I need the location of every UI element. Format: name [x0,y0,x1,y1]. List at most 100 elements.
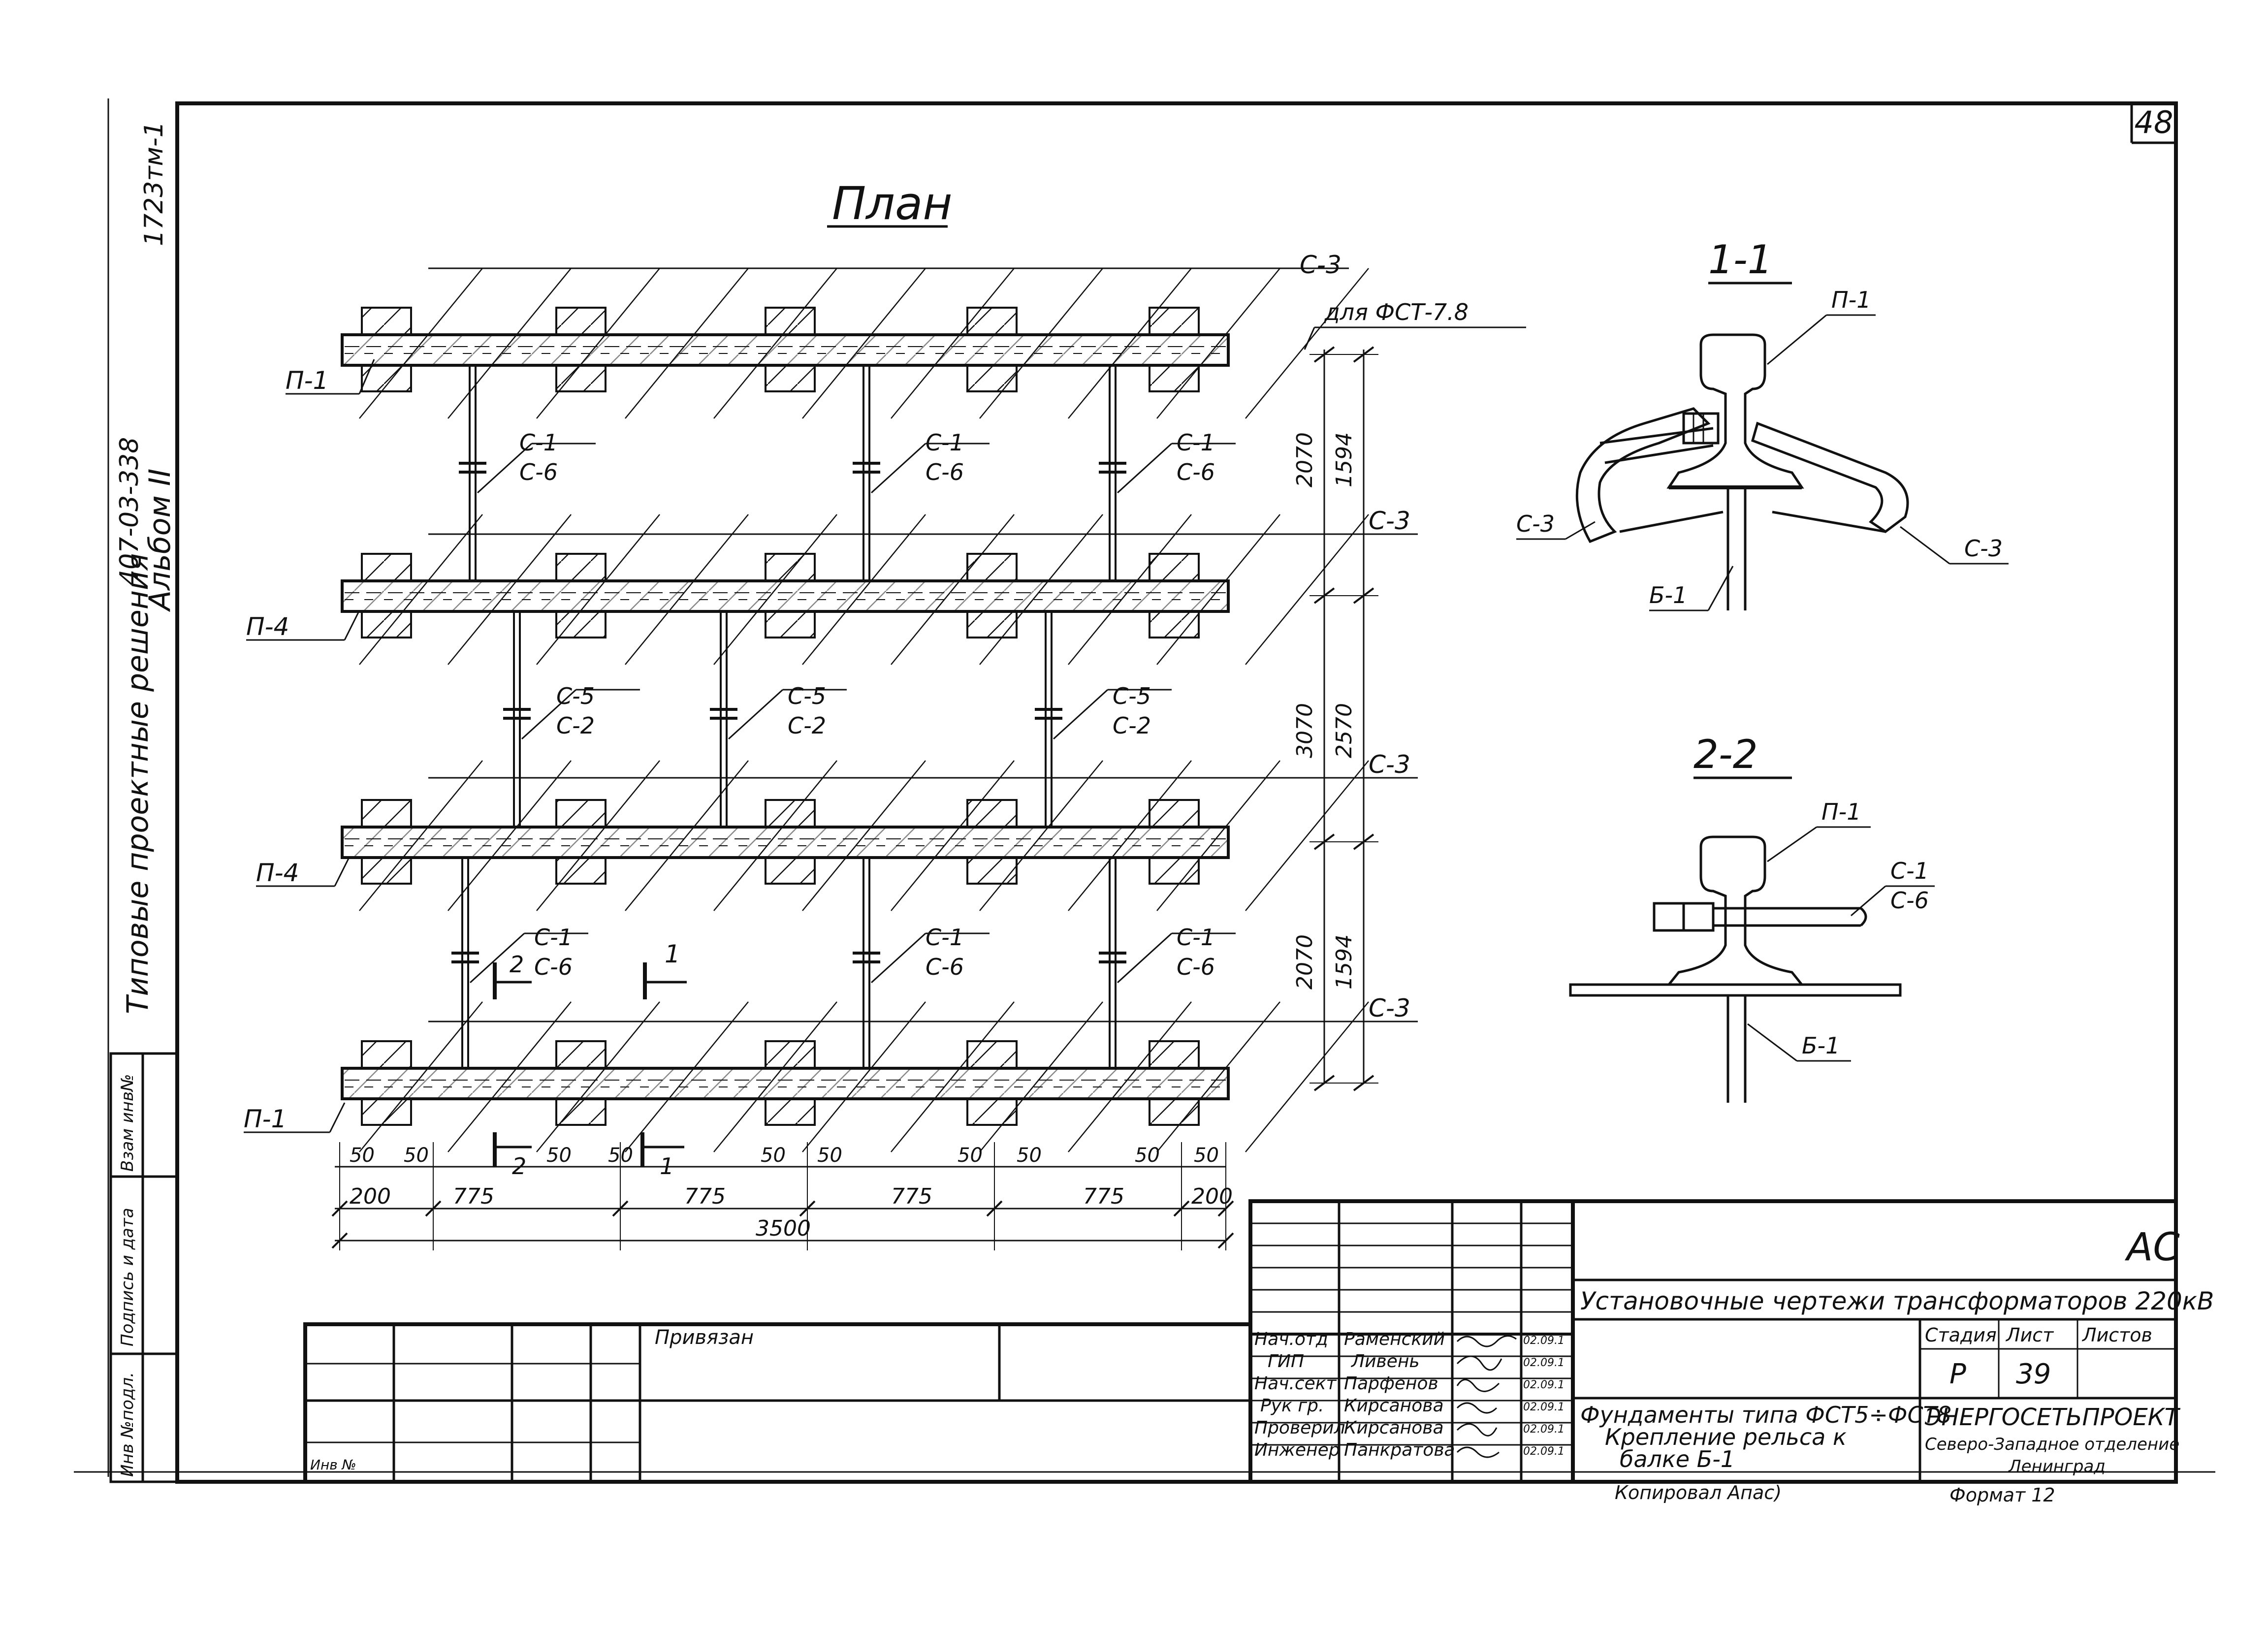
plan-view: План П-1 П-4 П-4 П-1 С-3 С-3 С-3 С-3 для… [244,177,1526,1250]
section-2-title: 2-2 [1693,732,1758,777]
left-strip: Взам инв№ Подпись и дата Инв №подл. [109,1052,179,1483]
plan-title: План [832,177,953,230]
org-1: ЭНЕРГОСЕТЬПРОЕКТ [1924,1404,2181,1431]
s1-clip-left: С-3 [1516,511,1555,537]
album-label: Альбом II [143,469,177,612]
rail-label-3: П-4 [256,859,299,887]
name-1: Раменский [1344,1329,1445,1349]
privyazan-label: Привязан [655,1326,754,1349]
drawing-title-3: балке Б-1 [1620,1446,1735,1472]
dim-v-inner-1: 1594 [1332,432,1357,487]
leader-line [870,443,926,494]
role-2: ГИП [1268,1351,1304,1372]
tie-hatch-line [1156,514,1280,665]
dim-small-5: 50 [761,1144,786,1167]
s2-bolt-bottom: С-6 [1890,887,1929,914]
leader-line [1117,932,1173,984]
dim-small-8: 50 [1017,1144,1042,1167]
org-2: Северо-Западное отделение [1925,1435,2179,1454]
sheets-header: Листов [2081,1324,2152,1346]
s1-clip-right: С-3 [1964,535,2003,562]
dim-v-inner-2: 2570 [1332,703,1357,758]
tie-hatch-line [447,268,572,419]
s1-rail-label: П-1 [1831,287,1871,313]
dim-v-outer-1: 2070 [1292,432,1317,487]
org-3: Ленинград [2008,1457,2106,1476]
dim-total: 3500 [756,1216,811,1241]
dim-v-outer-3: 2070 [1292,934,1317,990]
tie-hatch-line [1068,760,1192,911]
leader-line [469,932,525,984]
svg-text:1: 1 [665,940,680,968]
dim-small-6: 50 [817,1144,842,1167]
role-3: Нач.сект [1254,1373,1337,1394]
section-2-2: 2-2 П-1 С-1 С-6 Б-1 [1569,732,1935,1103]
dim-small-4: 50 [608,1144,633,1167]
dim-spacing-1: 200 [350,1184,391,1209]
bracket-r1-1-top: С-1 [519,429,558,456]
bracket-r2-1-top: С-5 [556,683,595,709]
bracket-r3-3-bottom: С-6 [1177,954,1215,980]
format-label: Формат 12 [1949,1484,2055,1506]
tie-hatch-line [1245,760,1369,911]
title-block: АС Установочные чертежи трансформаторов … [303,1199,2214,1506]
tie-hatch-line [1156,760,1280,911]
stage-header: Стадия [1925,1324,1997,1346]
tie-hatch-line [625,1001,749,1152]
series-code: 1723тм-1 [139,121,169,246]
date-2: 02.09.1 [1523,1357,1565,1369]
dim-v-inner-3: 1594 [1332,934,1357,990]
tie-hatch-line [802,1001,926,1152]
project-title: Установочные чертежи трансформаторов 220… [1580,1287,2214,1315]
tie-label-4: С-3 [1369,994,1410,1022]
leader-line [728,689,784,740]
dim-spacing-6: 200 [1191,1184,1233,1209]
rail-hatch [342,335,1228,365]
date-3: 02.09.1 [1523,1379,1565,1391]
bracket-r3-3-top: С-1 [1177,924,1215,951]
tie-hatch-line [891,514,1015,665]
bracket-r3-2-top: С-1 [926,924,964,951]
cut-mark-2: 2 2 [493,951,532,1180]
tie-hatch-line [1156,1001,1280,1152]
stage-value: Р [1949,1358,1966,1390]
tie-hatch-line [536,268,660,419]
dim-tick [331,1232,348,1249]
bracket-r2-1-bottom: С-2 [556,712,595,739]
leader-line [1053,689,1109,740]
dim-tick [1217,1232,1234,1249]
sheet-code: АС [2124,1225,2180,1270]
dim-spacing-5: 775 [1083,1184,1124,1209]
tie-hatch-line [359,268,483,419]
strip-podpis-data: Подпись и дата [118,1208,137,1346]
tie-hatch-line [625,514,749,665]
rail-label-4: П-1 [244,1105,287,1133]
name-6: Панкратова [1344,1440,1455,1460]
tie-hatch-line [979,514,1103,665]
drawing-title-1: Фундаменты типа ФСТ5÷ФСТ8 [1580,1402,1951,1428]
rail-hatch [342,827,1228,858]
role-1: Нач.отд [1254,1329,1328,1349]
tie-hatch-line [447,514,572,665]
s2-beam-label: Б-1 [1802,1032,1840,1059]
sheet-header: Лист [2005,1324,2054,1346]
tie-hatch-line [979,268,1103,419]
side-stamp: Типовые проектные решения Альбом II 407-… [115,121,177,1014]
leader-line [870,932,926,984]
rail-hatch [342,1068,1228,1099]
tie-hatch-line [802,760,926,911]
name-3: Парфенов [1344,1373,1438,1394]
rail-hatch [342,581,1228,611]
sheet-value: 39 [2016,1358,2051,1390]
rail-label-2: П-4 [246,612,289,641]
date-4: 02.09.1 [1523,1401,1565,1413]
tie-hatch-line [1245,1001,1369,1152]
dim-small-9: 50 [1135,1144,1160,1167]
strip-inv-podl: Инв №подл. [118,1372,137,1477]
s2-rail-label: П-1 [1821,798,1861,825]
date-1: 02.09.1 [1523,1335,1565,1347]
copied-by: Копировал Апас) [1615,1482,1782,1503]
tie-hatch-line [536,514,660,665]
drawing-title-2: Крепление рельса к [1605,1424,1847,1450]
plan-rails [341,268,1369,1152]
